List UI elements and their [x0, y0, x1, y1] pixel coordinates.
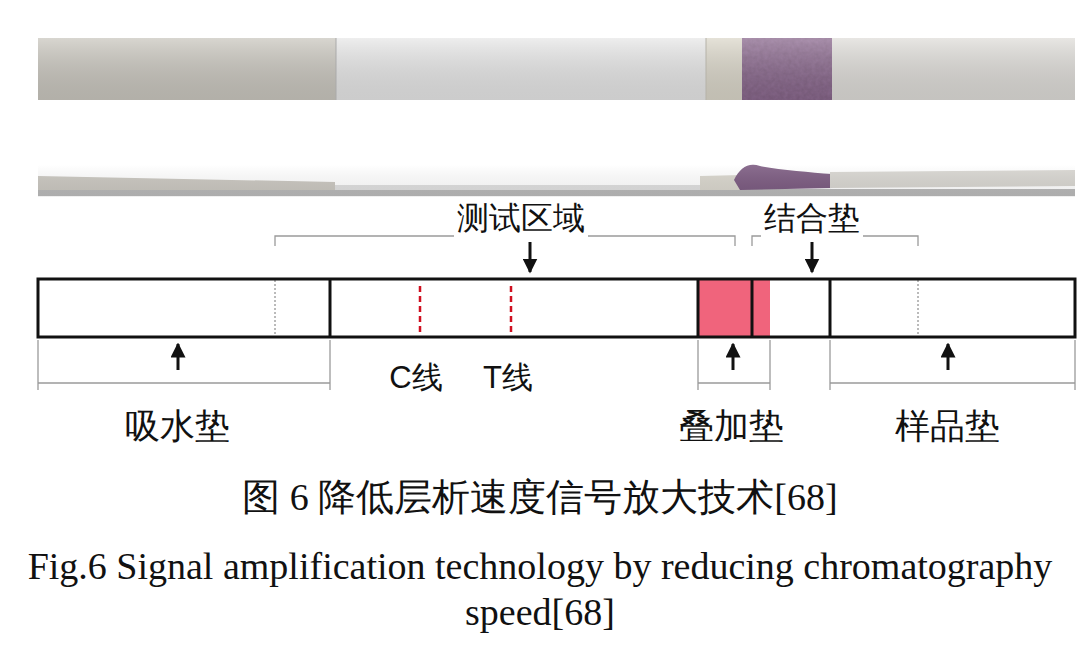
pointer-arrow	[178, 242, 948, 370]
strip-schematic	[38, 279, 1075, 337]
line-label: C线	[386, 361, 445, 395]
part-label: 样品垫	[892, 407, 1003, 446]
line-label: T线	[480, 361, 536, 395]
region-bracket	[275, 236, 918, 246]
strip-photo-side	[38, 165, 1075, 197]
region-label: 测试区域	[454, 201, 588, 236]
caption: 图 6 降低层析速度信号放大技术[68]	[242, 474, 837, 520]
caption-english: Fig.6 Signal amplification technology by…	[20, 543, 1060, 635]
region-label: 结合垫	[761, 201, 863, 236]
dimension-line	[38, 340, 1075, 390]
part-label: 叠加垫	[676, 407, 787, 446]
strip-photo-top	[38, 38, 1075, 100]
part-label: 吸水垫	[122, 407, 233, 446]
